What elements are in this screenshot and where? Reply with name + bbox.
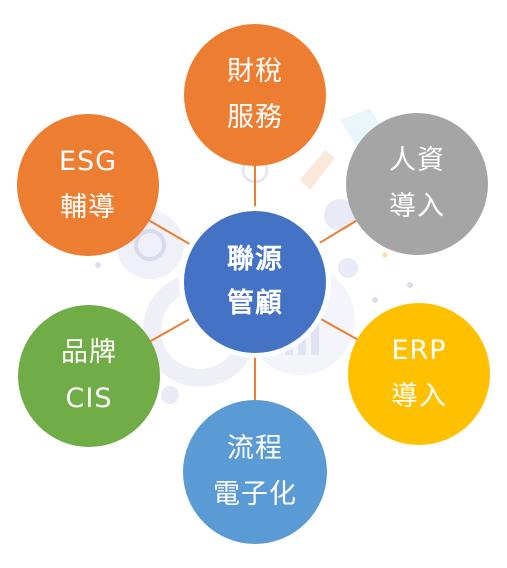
node-process[interactable]: 流程 電子化	[183, 400, 327, 544]
node-process-line1: 流程	[227, 433, 283, 464]
node-process-line2: 電子化	[213, 479, 297, 510]
node-erp-line2: 導入	[391, 381, 447, 412]
connector-esg	[148, 219, 191, 246]
center-node[interactable]: 聯源 管顧	[184, 211, 326, 353]
node-brand-cis-line2: CIS	[65, 383, 113, 414]
node-hr-line1: 人資	[389, 145, 445, 176]
connector-hr	[318, 219, 357, 245]
node-finance-tax-line1: 財稅	[227, 56, 283, 87]
node-finance-tax[interactable]: 財稅 服務	[184, 24, 326, 166]
connector-erp	[319, 317, 358, 341]
node-erp[interactable]: ERP 導入	[348, 303, 490, 445]
node-erp-line1: ERP	[391, 335, 447, 366]
node-hr[interactable]: 人資 導入	[346, 113, 488, 255]
center-line2: 管顧	[227, 288, 283, 319]
node-esg[interactable]: ESG 輔導	[17, 114, 159, 256]
node-hr-line2: 導入	[389, 191, 445, 222]
node-brand-cis[interactable]: 品牌 CIS	[18, 305, 160, 447]
node-esg-line2: 輔導	[60, 192, 116, 223]
center-line1: 聯源	[227, 244, 283, 275]
node-finance-tax-line2: 服務	[227, 102, 283, 133]
connector-lines	[148, 166, 358, 400]
node-esg-line1: ESG	[58, 146, 118, 177]
connector-brand-cis	[150, 318, 191, 342]
node-brand-cis-line1: 品牌	[61, 337, 117, 368]
